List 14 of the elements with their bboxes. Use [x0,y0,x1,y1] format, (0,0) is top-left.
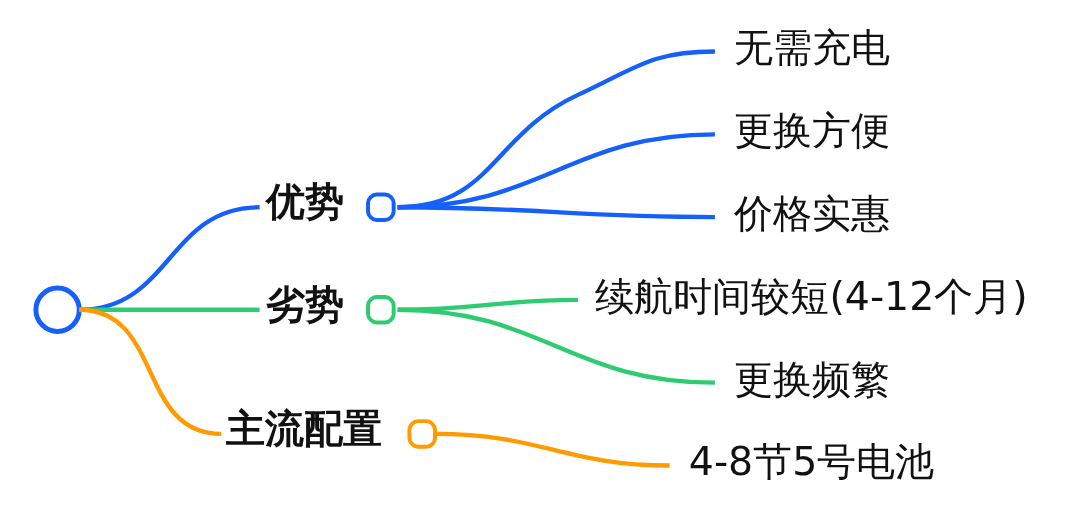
node-text: 更换频繁 [733,355,890,402]
node-text: 续航时间较短(4-12个月) [594,272,1028,319]
connector [397,205,715,220]
node-circle [32,285,82,334]
node-text: 无需充电 [733,24,890,71]
node-text: 更换方便 [733,107,890,154]
node-text: 4-8节5号电池 [688,438,934,485]
node-text: 价格实惠 [733,189,890,236]
connector [78,307,221,437]
node-label: 主流配置 [225,404,382,451]
connector [397,307,715,385]
connector [435,431,670,468]
node-label: 优势 [265,178,344,225]
node-label: 劣势 [265,280,344,327]
